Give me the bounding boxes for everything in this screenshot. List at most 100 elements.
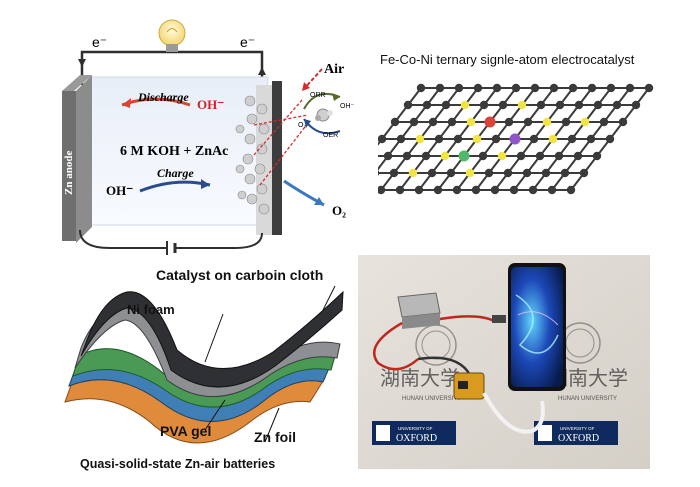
hunan-cn-left: 湖南大学: [380, 367, 460, 390]
carbon-atom: [566, 185, 576, 195]
metal-atom: [458, 150, 470, 162]
carbon-atom: [530, 83, 540, 93]
metal-atom: [509, 133, 521, 145]
o2-small-label: O₂: [298, 122, 306, 129]
carbon-atom: [587, 83, 597, 93]
carbon-atom: [535, 151, 545, 161]
carbon-atom: [541, 168, 551, 178]
electrolyte-label: 6 M KOH + ZnAc: [120, 144, 228, 159]
electron-label-left: e⁻: [92, 34, 107, 50]
carbon-cloth-layer: [80, 290, 344, 388]
nitrogen-atom: [497, 151, 507, 161]
battery-device: [397, 292, 441, 329]
hunan-en-left: HUNAN UNIVERSITY: [402, 396, 461, 402]
carbon-atom: [579, 168, 589, 178]
oh-bottom-label: OH⁻: [106, 183, 133, 198]
svg-text:UNIVERSITY OF: UNIVERSITY OF: [398, 426, 433, 431]
hunan-en-right: HUNAN UNIVERSITY: [558, 396, 617, 402]
carbon-atom: [574, 100, 584, 110]
reaction-arrows: [253, 99, 309, 186]
svg-text:OXFORD: OXFORD: [558, 433, 599, 444]
carbon-atom: [492, 83, 502, 93]
electron-label-right: e⁻: [240, 34, 255, 50]
carbon-atom: [509, 185, 519, 195]
carbon-atom: [593, 100, 603, 110]
carbon-atom: [402, 151, 412, 161]
carbon-atom: [618, 117, 628, 127]
anode-label: Zn anode: [63, 151, 75, 195]
carbon-atom: [503, 168, 513, 178]
carbon-atom: [516, 151, 526, 161]
carbon-atom: [422, 100, 432, 110]
carbon-atom: [522, 168, 532, 178]
orr-label: ORR: [310, 92, 326, 99]
carbon-atom: [511, 83, 521, 93]
oxford-badge-right: UNIVERSITY OF OXFORD: [534, 421, 618, 445]
svg-text:UNIVERSITY OF: UNIVERSITY OF: [560, 426, 595, 431]
carbon-atom: [605, 134, 615, 144]
carbon-atom: [390, 117, 400, 127]
nitrogen-atom: [548, 134, 558, 144]
nitrogen-atom: [517, 100, 527, 110]
device-photo: 湖南大学 湖南大学 HUNAN UNIVERSITY HUNAN UNIVERS…: [358, 255, 650, 469]
carbon-atom: [631, 100, 641, 110]
oh-small-label: OH⁻: [340, 103, 355, 110]
oh-top-label: OH⁻: [197, 97, 224, 112]
carbon-atom: [523, 117, 533, 127]
nitrogen-atom: [466, 117, 476, 127]
carbon-atom: [434, 134, 444, 144]
carbon-atom: [395, 185, 405, 195]
ni-foam-label: Ni foam: [127, 302, 175, 317]
zn-foil-label: Zn foil: [254, 429, 296, 445]
carbon-atom: [491, 134, 501, 144]
light-bulb-icon: [158, 19, 186, 52]
carbon-atom: [504, 117, 514, 127]
carbon-atom: [599, 117, 609, 127]
oxford-badge-left: UNIVERSITY OF OXFORD: [372, 421, 456, 445]
carbon-atom: [547, 185, 557, 195]
carbon-atom: [428, 117, 438, 127]
carbon-atom: [421, 151, 431, 161]
carbon-atom: [453, 134, 463, 144]
carbon-atom: [484, 168, 494, 178]
carbon-atom: [644, 83, 654, 93]
carbon-atom: [479, 100, 489, 110]
carbon-atom: [471, 185, 481, 195]
carbon-atom: [560, 168, 570, 178]
carbon-atom: [555, 100, 565, 110]
carbon-atom: [554, 151, 564, 161]
carbon-atom: [389, 168, 399, 178]
catalyst-title: Fe-Co-Ni ternary signle-atom electrocata…: [380, 52, 635, 67]
air-cathode-plate: [272, 81, 282, 235]
carbon-atom: [403, 100, 413, 110]
carbon-atom: [529, 134, 539, 144]
svg-text:OXFORD: OXFORD: [396, 433, 437, 444]
carbon-atom: [473, 83, 483, 93]
carbon-atom: [573, 151, 583, 161]
carbon-atom: [568, 83, 578, 93]
carbon-atom: [433, 185, 443, 195]
zn-anode-plate: [62, 91, 76, 241]
nitrogen-atom: [465, 168, 475, 178]
catalyst-cloth-label: Catalyst on carboin cloth: [156, 267, 324, 283]
nitrogen-atom: [580, 117, 590, 127]
carbon-atom: [409, 117, 419, 127]
flexible-battery-caption: Quasi-solid-state Zn-air batteries: [80, 457, 276, 471]
catalyst-molecule-icon: [315, 108, 333, 122]
hunan-cn-right: 湖南大学: [548, 367, 628, 390]
smartphone: [508, 263, 566, 391]
arrow-icon: [78, 59, 86, 67]
catalyst-lattice: [378, 83, 654, 195]
carbon-atom: [396, 134, 406, 144]
oer-label: OER: [323, 132, 338, 139]
carbon-atom: [625, 83, 635, 93]
carbon-atom: [378, 170, 380, 176]
nitrogen-atom: [472, 134, 482, 144]
carbon-atom: [549, 83, 559, 93]
o2-out-label: O₂: [332, 203, 346, 218]
carbon-atom: [446, 168, 456, 178]
carbon-atom: [435, 83, 445, 93]
carbon-atom: [612, 100, 622, 110]
carbon-atom: [490, 185, 500, 195]
carbon-atom: [378, 185, 386, 195]
